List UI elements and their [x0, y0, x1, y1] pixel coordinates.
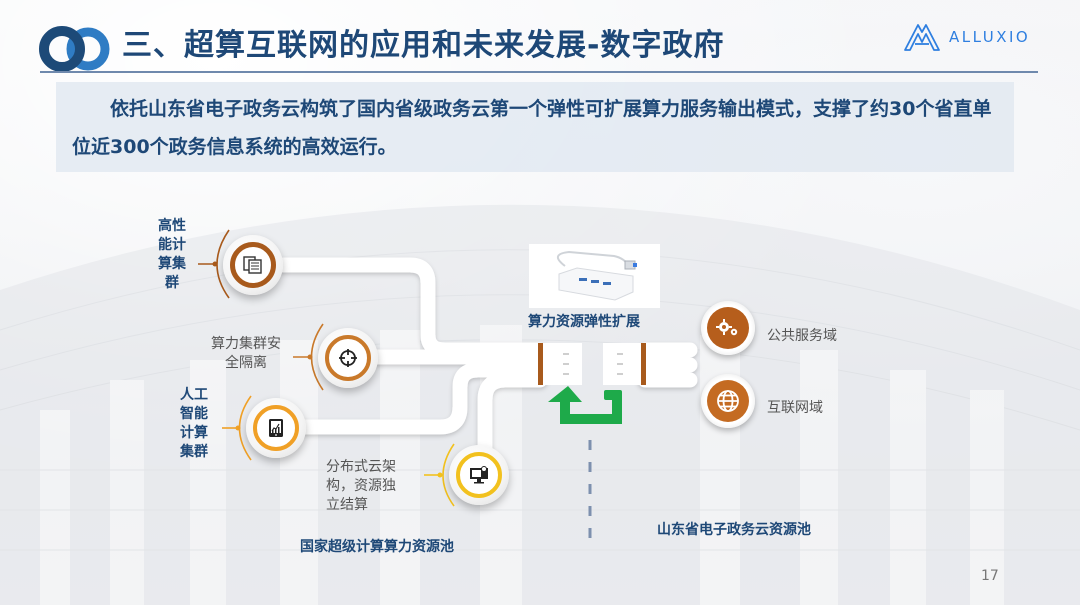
- label-line: 计算: [180, 425, 208, 441]
- hpc-cluster-node[interactable]: [223, 235, 283, 295]
- label-line: 能计: [158, 237, 186, 253]
- label-line: 群: [165, 275, 179, 291]
- label-line: 集群: [180, 444, 208, 460]
- node-ring: [230, 242, 276, 288]
- building-background-image: [0, 204, 1080, 605]
- right-junction-block: [603, 343, 648, 385]
- page-number: 17: [981, 568, 999, 584]
- label-line: 人工: [180, 387, 208, 403]
- header: 三、超算互联网的应用和未来发展-数字政府 ALLUXIO: [0, 0, 1080, 78]
- label-line: 高性: [158, 218, 186, 234]
- brand-name: ALLUXIO: [949, 28, 1031, 46]
- internet-domain-label: 互联网域: [767, 400, 823, 416]
- hub-label: 算力资源弹性扩展: [528, 314, 640, 330]
- public-service-domain-node[interactable]: [701, 301, 755, 355]
- national-pool-label: 国家超级计算算力资源池: [300, 539, 454, 555]
- header-divider: [40, 71, 1038, 73]
- node-ring: [253, 405, 299, 451]
- provincial-pool-label: 山东省电子政务云资源池: [657, 522, 811, 538]
- globe-icon: [717, 390, 739, 412]
- distributed-cloud-node[interactable]: [449, 445, 509, 505]
- domain-inner: [707, 307, 749, 349]
- page-title: 三、超算互联网的应用和未来发展-数字政府: [122, 28, 725, 63]
- hpc-cluster-label: 高性 能计 算集 群: [152, 217, 192, 293]
- label-line: 智能: [180, 406, 208, 422]
- server-stack-icon: [243, 256, 262, 274]
- monitor-billing-icon: [470, 466, 488, 484]
- isolation-node[interactable]: [318, 328, 378, 388]
- internet-domain-node[interactable]: [701, 374, 755, 428]
- intro-box: 依托山东省电子政务云构筑了国内省级政务云第一个弹性可扩展算力服务输出模式，支撑了…: [56, 82, 1014, 172]
- label-line: 全隔离: [225, 355, 267, 371]
- distributed-cloud-label: 分布式云架 构，资源独 立结算: [326, 458, 410, 515]
- double-ring-logo-icon: [39, 26, 110, 72]
- elastic-return-arrow-icon: [548, 386, 622, 424]
- label-line: 立结算: [326, 497, 368, 513]
- node-ring: [456, 452, 502, 498]
- ai-cluster-node[interactable]: [246, 398, 306, 458]
- gears-icon: [716, 319, 738, 336]
- alluxio-mountain-icon: [904, 24, 940, 51]
- label-line: 构，资源独: [326, 478, 396, 494]
- public-service-domain-label: 公共服务域: [767, 328, 837, 344]
- label-line: 分布式云架: [326, 459, 396, 475]
- isolation-label: 算力集群安 全隔离: [203, 335, 289, 373]
- usb-hub-image: [529, 244, 660, 308]
- brand-logo: ALLUXIO: [903, 20, 1030, 54]
- tablet-chart-icon: [269, 419, 283, 437]
- crosshair-icon: [339, 349, 357, 367]
- node-ring: [325, 335, 371, 381]
- left-junction-block: [537, 343, 582, 385]
- intro-text: 依托山东省电子政务云构筑了国内省级政务云第一个弹性可扩展算力服务输出模式，支撑了…: [72, 98, 992, 158]
- usb-hub-icon: [557, 250, 637, 301]
- domain-inner: [707, 380, 749, 422]
- label-line: 算力集群安: [211, 336, 281, 352]
- label-line: 算集: [158, 256, 186, 272]
- ai-cluster-label: 人工 智能 计算 集群: [174, 386, 214, 462]
